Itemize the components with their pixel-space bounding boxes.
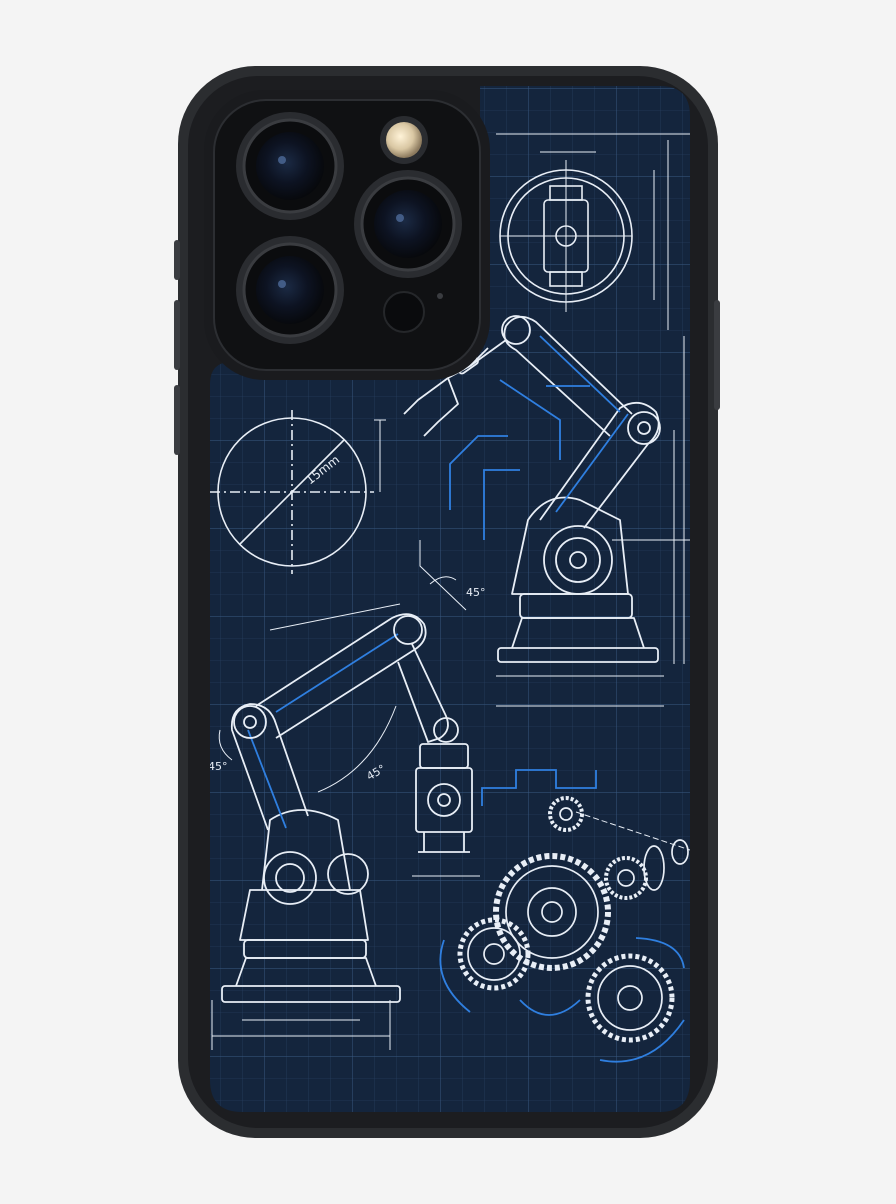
robotic-arm-lower [221,613,473,1003]
dimension-circle [210,410,386,574]
camera-flash [380,116,428,164]
angle-marker-left [218,729,233,761]
angle-marker-upper [419,540,467,611]
arm-upper-dimensions [496,336,690,707]
camera-lens-bottom [236,236,344,344]
lidar-sensor [383,291,425,333]
angle-label-left: 45° [208,760,228,773]
camera-lens-middle [354,170,462,278]
camera-lens-top [236,112,344,220]
arm-lower-dimensions [211,603,480,1050]
gear-rotation-arrows [439,769,685,1063]
gear-assembly [457,796,690,1043]
angle-label-upper: 45° [466,586,486,599]
round-component-drawing [496,133,690,330]
circuit-traces-upper [449,379,590,540]
camera-module [204,90,490,380]
robotic-arm-upper [403,315,661,663]
microphone-dot [437,293,443,299]
